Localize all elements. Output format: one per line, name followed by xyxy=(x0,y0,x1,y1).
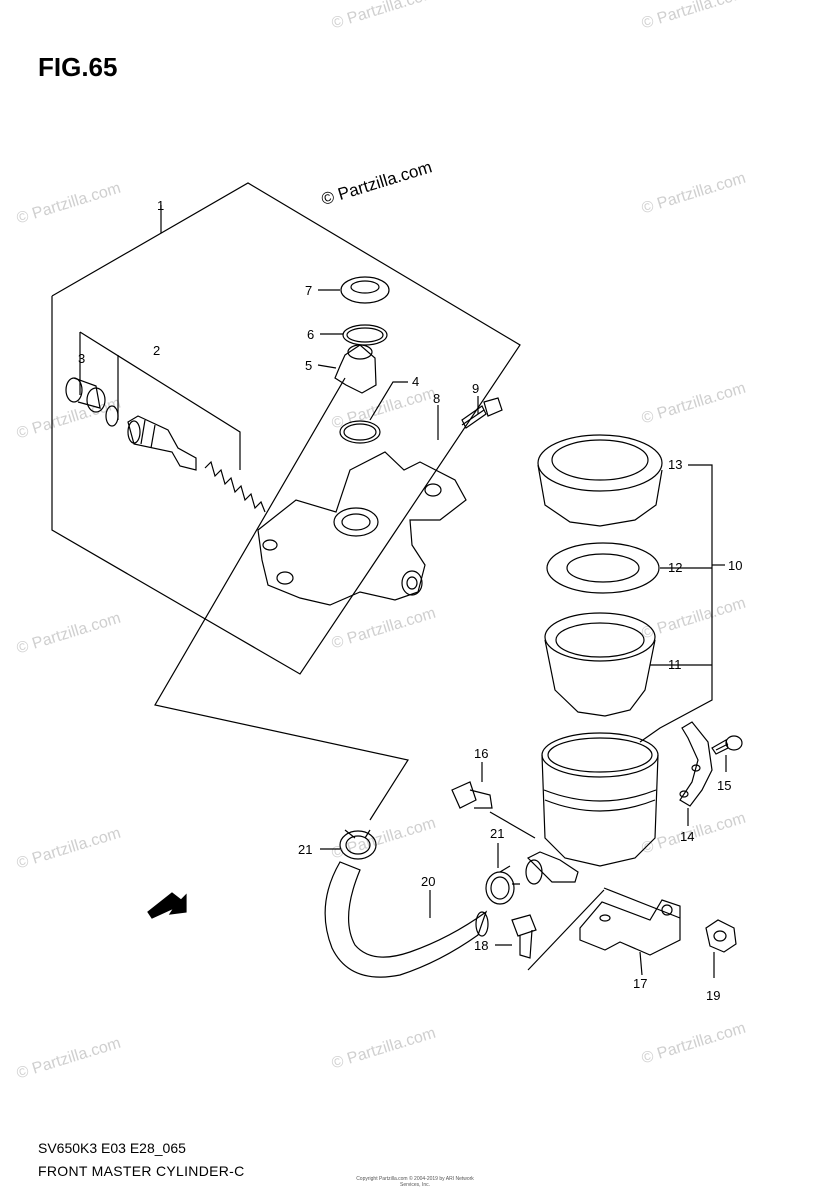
part-label-15: 15 xyxy=(717,778,731,793)
nut-19 xyxy=(705,919,737,953)
part-label-17: 17 xyxy=(633,976,647,991)
leader-line xyxy=(639,951,643,976)
part-label-13: 13 xyxy=(668,457,682,472)
circlip xyxy=(105,405,119,427)
leader-line xyxy=(317,364,337,369)
piston-boot xyxy=(65,377,106,413)
part-label-8: 8 xyxy=(433,391,440,406)
part-label-5: 5 xyxy=(305,358,312,373)
model-code: SV650K3 E03 E28_065 xyxy=(38,1140,186,1156)
leader-line xyxy=(489,811,536,839)
reservoir-hose xyxy=(324,861,489,978)
part-label-6: 6 xyxy=(307,327,314,342)
reservoir-tank xyxy=(525,732,659,885)
part-label-10: 10 xyxy=(728,558,742,573)
reservoir-diaphragm xyxy=(544,612,656,717)
part-label-18: 18 xyxy=(474,938,488,953)
bolt-18 xyxy=(511,914,537,959)
assembly-outline xyxy=(51,182,521,675)
master-cylinder-body xyxy=(257,451,467,606)
part-label-14: 14 xyxy=(680,829,694,844)
leader-line xyxy=(369,381,408,421)
bolt-16 xyxy=(451,781,493,809)
leader-line xyxy=(603,887,681,919)
part-label-16: 16 xyxy=(474,746,488,761)
figure-title: FIG.65 xyxy=(38,52,118,82)
screw-15 xyxy=(711,735,743,755)
hose-clamp-21a xyxy=(339,829,377,860)
hose-connector xyxy=(334,344,377,394)
leader-line xyxy=(639,464,713,743)
leader-line xyxy=(154,377,409,821)
part-label-2: 2 xyxy=(153,343,160,358)
part-label-21a: 21 xyxy=(298,842,312,857)
part-label-7: 7 xyxy=(305,283,312,298)
part-label-20: 20 xyxy=(421,874,435,889)
part-label-12: 12 xyxy=(668,560,682,575)
part-label-19: 19 xyxy=(706,988,720,1003)
part-label-11: 11 xyxy=(668,657,682,672)
o-ring xyxy=(342,324,388,346)
part-label-9: 9 xyxy=(472,381,479,396)
reservoir-clip xyxy=(679,721,713,807)
part-label-1: 1 xyxy=(157,198,164,213)
reservoir-cap xyxy=(537,434,663,527)
piston xyxy=(127,415,197,471)
bolt-9 xyxy=(461,397,503,429)
reservoir-cap-small xyxy=(340,276,390,304)
fwd-arrow-icon xyxy=(147,892,187,919)
diagram-name: FRONT MASTER CYLINDER-C xyxy=(38,1163,245,1179)
reservoir-bracket xyxy=(579,899,681,956)
part-label-3: 3 xyxy=(78,351,85,366)
o-ring-4 xyxy=(339,420,381,444)
leader-line xyxy=(79,331,241,470)
leader-line xyxy=(527,889,605,971)
small-copyright: Copyright Partzilla.com © 2004-2019 by A… xyxy=(356,1176,474,1188)
hose-clamp-21b xyxy=(485,865,520,905)
part-label-21b: 21 xyxy=(490,826,504,841)
part-label-4: 4 xyxy=(412,374,419,389)
reservoir-plate xyxy=(546,542,660,594)
spring xyxy=(204,460,266,513)
